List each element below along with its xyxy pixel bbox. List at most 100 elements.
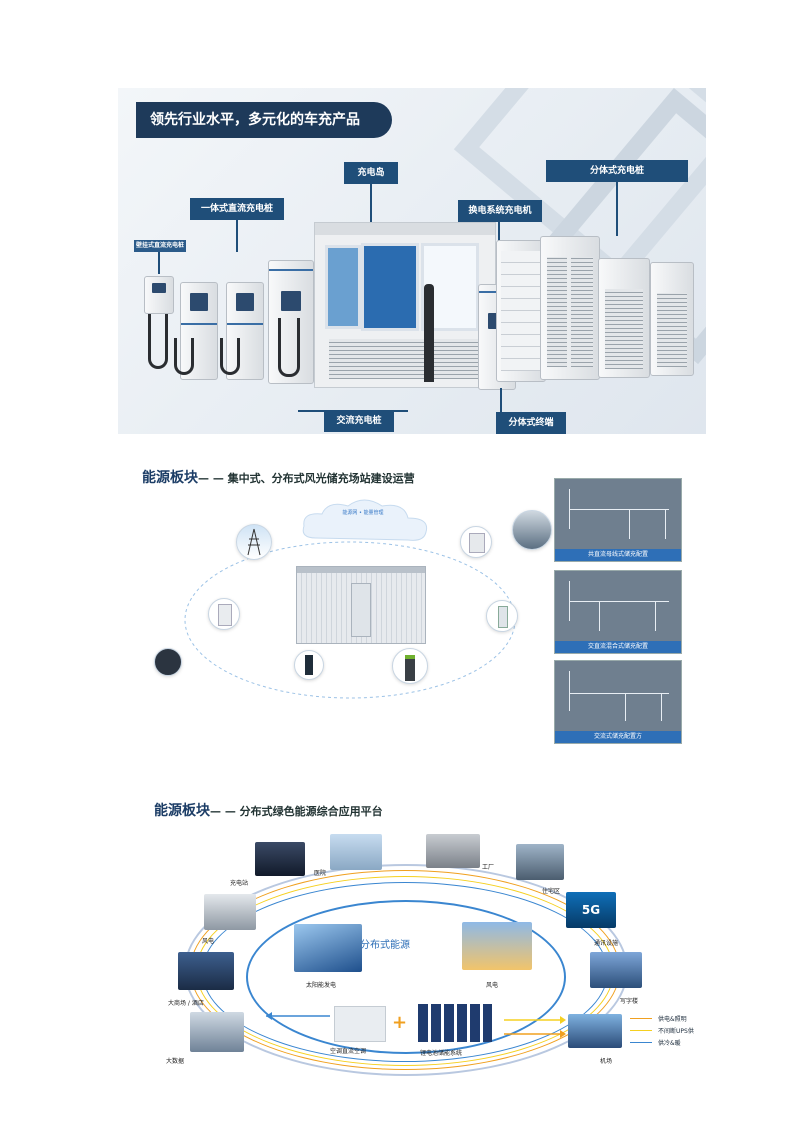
diagram-hybrid: 交直流混合式储充配置 bbox=[554, 570, 682, 654]
grid-tower-node bbox=[236, 524, 272, 560]
charging-cable bbox=[148, 314, 168, 369]
charging-cable bbox=[174, 338, 194, 375]
inner-ring bbox=[246, 900, 566, 1054]
leader-line bbox=[158, 252, 160, 274]
display-panel bbox=[325, 245, 361, 329]
vent bbox=[571, 257, 593, 367]
legend-swatch bbox=[630, 1041, 652, 1043]
wall-dc-charger bbox=[144, 276, 174, 314]
pcs-box bbox=[218, 604, 232, 626]
split-cabinet-2 bbox=[598, 258, 650, 378]
converter-node bbox=[460, 526, 492, 558]
blue-arrow bbox=[266, 1012, 330, 1020]
tag-battery-swap: 换电系统充电机 bbox=[458, 200, 542, 222]
fiveg-photo: 5G bbox=[566, 892, 616, 928]
container-top bbox=[297, 567, 425, 573]
plus-sign: + bbox=[392, 1012, 408, 1033]
hotel-label: 大商场 / 酒店 bbox=[168, 1000, 204, 1007]
legend-label: 不间断UPS供 bbox=[658, 1027, 694, 1035]
ac-charging-post bbox=[424, 284, 434, 382]
wind-farm-label: 风电 bbox=[202, 938, 215, 945]
legend-item: 不间断UPS供 bbox=[630, 1024, 694, 1036]
wire bbox=[569, 671, 570, 711]
solar-label: 太阳能发电 bbox=[306, 982, 337, 989]
wire bbox=[569, 693, 669, 694]
diagram-caption: 交直流混合式储充配置 bbox=[555, 641, 681, 653]
dc-charger-node bbox=[486, 600, 518, 632]
wire bbox=[599, 601, 600, 631]
ac-unit-photo bbox=[334, 1006, 386, 1042]
vent bbox=[605, 289, 643, 369]
airport-label: 机场 bbox=[600, 1058, 613, 1065]
dc-charger-1 bbox=[180, 282, 218, 380]
cabinet-slots bbox=[501, 251, 541, 371]
wire bbox=[625, 693, 626, 721]
kiosk-roof bbox=[315, 223, 495, 235]
stripe bbox=[181, 323, 217, 325]
split-cabinet-3 bbox=[650, 262, 694, 376]
output-arrows bbox=[504, 1016, 566, 1038]
charger-icon bbox=[305, 655, 313, 675]
screen bbox=[236, 293, 254, 311]
section3-title: 能源板块— — 分布式绿色能源综合应用平台 bbox=[154, 800, 383, 820]
tag-ac-pile: 交流充电桩 bbox=[324, 410, 394, 432]
charger-icon bbox=[498, 606, 508, 628]
section2-title-main: 能源板块 bbox=[142, 470, 198, 486]
charging-cable bbox=[278, 318, 300, 377]
section2-title: 能源板块— — 集中式、分布式风光储充场站建设运营 bbox=[142, 467, 415, 487]
legend: 供电&照明 不间断UPS供 供冷&暖 bbox=[630, 1012, 694, 1048]
factory-label: 工厂 bbox=[482, 864, 495, 871]
charging-station-photo bbox=[255, 842, 305, 876]
residential-photo bbox=[516, 844, 564, 880]
hospital-photo bbox=[330, 834, 382, 870]
cloud-svg bbox=[302, 499, 428, 541]
solar-panel-node bbox=[512, 510, 552, 550]
tag-split-pile: 分体式充电桩 bbox=[546, 160, 688, 182]
charging-station-label: 充电站 bbox=[230, 880, 249, 887]
legend-label: 供冷&暖 bbox=[658, 1039, 681, 1047]
airport-photo bbox=[568, 1014, 622, 1048]
split-cabinet-1 bbox=[540, 236, 600, 380]
tag-split-terminal: 分体式终端 bbox=[496, 412, 566, 434]
converter-box bbox=[469, 533, 485, 553]
vent bbox=[547, 257, 567, 367]
distributed-energy-label: 分布式能源 bbox=[360, 940, 410, 951]
residential-label: 住宅区 bbox=[542, 888, 561, 895]
charging-island-kiosk bbox=[314, 222, 496, 388]
pcs-node bbox=[208, 598, 240, 630]
diagram-caption: 交流式储充配置方 bbox=[555, 731, 681, 743]
vent bbox=[657, 293, 687, 367]
hospital-label: 医院 bbox=[314, 870, 327, 877]
factory-photo bbox=[426, 834, 480, 868]
wire bbox=[665, 509, 666, 539]
legend-swatch bbox=[630, 1029, 652, 1031]
leader-line bbox=[616, 182, 618, 236]
screen bbox=[190, 293, 208, 311]
office-photo bbox=[590, 952, 642, 988]
tag-charging-island: 充电岛 bbox=[344, 162, 398, 184]
storage-container bbox=[296, 566, 426, 644]
telecom-label: 通讯设施 bbox=[594, 940, 619, 947]
wire bbox=[569, 509, 669, 510]
wire bbox=[629, 509, 630, 539]
section3-title-sub: — — 分布式绿色能源综合应用平台 bbox=[210, 805, 383, 818]
diagram-caption: 共直流母线式储充配置 bbox=[555, 549, 681, 561]
wire bbox=[655, 601, 656, 631]
hotel-photo bbox=[178, 952, 234, 990]
battery-rack-node bbox=[154, 648, 182, 676]
wind-label: 风电 bbox=[486, 982, 499, 989]
wire bbox=[569, 601, 669, 602]
fast-charger-node bbox=[392, 648, 428, 684]
charger-icon bbox=[405, 655, 415, 681]
legend-item: 供冷&暖 bbox=[630, 1036, 694, 1048]
stripe bbox=[269, 269, 313, 271]
wire bbox=[661, 693, 662, 721]
section1-banner: 领先行业水平，多元化的车充产品 bbox=[136, 102, 392, 138]
container-door bbox=[351, 583, 371, 637]
tag-wall-dc: 壁挂式直流充电桩 bbox=[134, 240, 186, 252]
cloud-shape bbox=[302, 499, 428, 541]
data-center-photo bbox=[190, 1012, 244, 1052]
screen bbox=[281, 291, 301, 311]
storage-system-icon bbox=[418, 1004, 492, 1042]
tag-integrated-dc: 一体式直流充电桩 bbox=[190, 198, 284, 220]
